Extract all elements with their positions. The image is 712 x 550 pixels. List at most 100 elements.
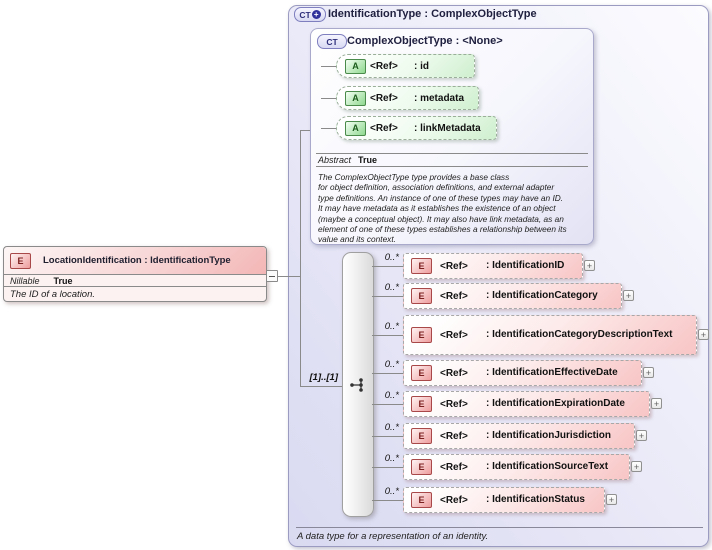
plus-badge-icon: + bbox=[311, 10, 321, 19]
occurrence-label: 0..* bbox=[384, 282, 399, 293]
element-box-locationidentification[interactable]: E LocationIdentification : Identificatio… bbox=[3, 246, 267, 302]
connector-line bbox=[372, 296, 404, 297]
element-ref-box[interactable]: E <Ref> : IdentificationCategory bbox=[403, 283, 622, 309]
attribute-icon: A bbox=[345, 90, 366, 106]
attribute-name: : linkMetadata bbox=[414, 122, 481, 134]
element-name: : IdentificationCategoryDescriptionText bbox=[486, 329, 673, 340]
element-ref: <Ref> bbox=[440, 430, 468, 442]
connector-line bbox=[372, 373, 404, 374]
complextype-icon-label: CT bbox=[326, 36, 338, 47]
element-icon: E bbox=[411, 428, 432, 444]
attribute-ref: <Ref> bbox=[370, 122, 398, 134]
connector-line bbox=[372, 436, 404, 437]
element-icon: E bbox=[411, 288, 432, 304]
occurrence-label: 0..* bbox=[384, 359, 399, 370]
connector-line bbox=[372, 266, 404, 267]
element-ref-box[interactable]: E <Ref> : IdentificationExpirationDate bbox=[403, 391, 650, 417]
attribute-box[interactable]: A <Ref> : metadata bbox=[336, 86, 479, 110]
expand-icon[interactable]: + bbox=[643, 367, 654, 378]
element-name: : IdentificationID bbox=[486, 260, 565, 271]
connector-to-sequence bbox=[300, 386, 342, 387]
expand-icon[interactable]: + bbox=[636, 430, 647, 441]
occurrence-label: 0..* bbox=[384, 422, 399, 433]
base-type-description: The ComplexObjectType type provides a ba… bbox=[318, 172, 567, 245]
connector-line bbox=[321, 128, 337, 129]
occurrence-label: 0..* bbox=[384, 252, 399, 263]
separator bbox=[316, 153, 588, 154]
connector-element-to-type bbox=[264, 276, 300, 277]
element-ref-box[interactable]: E <Ref> : IdentificationEffectiveDate bbox=[403, 360, 642, 386]
complextype-extension-icon: CT+ bbox=[294, 7, 326, 22]
attribute-box[interactable]: A<Ref>: linkMetadata bbox=[336, 116, 497, 140]
element-icon: E bbox=[411, 258, 432, 274]
connector-line bbox=[372, 404, 404, 405]
complextype-icon: CT bbox=[317, 34, 347, 49]
abstract-label: Abstract bbox=[318, 155, 352, 165]
expand-icon[interactable]: + bbox=[698, 329, 709, 340]
element-ref-box[interactable]: E <Ref> : IdentificationJurisdiction bbox=[403, 423, 635, 449]
separator bbox=[296, 527, 703, 528]
element-name: : IdentificationExpirationDate bbox=[486, 398, 625, 409]
connector-line bbox=[372, 467, 404, 468]
element-box-header[interactable]: E LocationIdentification : Identificatio… bbox=[4, 247, 266, 275]
occurrence-label: 0..* bbox=[384, 390, 399, 401]
element-ref: <Ref> bbox=[440, 398, 468, 410]
element-icon: E bbox=[411, 396, 432, 412]
base-type-title: ComplexObjectType : <None> bbox=[347, 35, 503, 47]
type-box-title: IdentificationType : ComplexObjectType bbox=[328, 8, 537, 20]
expand-icon[interactable]: + bbox=[584, 260, 595, 271]
sequence-icon bbox=[350, 378, 363, 392]
element-icon: E bbox=[411, 365, 432, 381]
element-ref-box[interactable]: E <Ref> : IdentificationID bbox=[403, 253, 583, 279]
element-icon: E bbox=[10, 252, 31, 269]
attribute-ref: <Ref> bbox=[370, 60, 398, 72]
element-ref: <Ref> bbox=[440, 367, 468, 379]
complextype-icon-label: CT bbox=[299, 9, 311, 20]
element-icon: E bbox=[411, 327, 432, 343]
expand-icon[interactable]: + bbox=[631, 461, 642, 472]
abstract-value: True bbox=[358, 155, 378, 165]
connector-line bbox=[372, 500, 404, 501]
element-ref: <Ref> bbox=[440, 260, 468, 272]
attribute-name: : metadata bbox=[414, 92, 465, 104]
nillable-label: Nillable bbox=[10, 275, 40, 286]
connector-basetype-stub bbox=[300, 130, 310, 131]
element-ref: <Ref> bbox=[440, 290, 468, 302]
element-ref-box[interactable]: E<Ref>: IdentificationSourceText bbox=[403, 454, 630, 480]
expand-icon[interactable]: + bbox=[651, 398, 662, 409]
element-ref: <Ref> bbox=[440, 494, 468, 506]
attribute-icon: A bbox=[345, 58, 366, 74]
element-name: : IdentificationCategory bbox=[486, 290, 598, 301]
element-name: : IdentificationSourceText bbox=[486, 461, 609, 472]
nillable-row: Nillable True bbox=[4, 275, 266, 287]
connector-line bbox=[321, 66, 337, 67]
element-ref: <Ref> bbox=[440, 329, 468, 341]
separator bbox=[316, 166, 588, 167]
element-icon: E bbox=[411, 492, 432, 508]
expand-icon[interactable]: + bbox=[623, 290, 634, 301]
element-ref-box[interactable]: E <Ref> : IdentificationCategoryDescriptio… bbox=[403, 315, 697, 355]
attribute-box[interactable]: A <Ref> : id bbox=[336, 54, 475, 78]
sequence-cardinality: [1]..[1] bbox=[309, 372, 339, 383]
element-icon: E bbox=[411, 459, 432, 475]
attribute-ref: <Ref> bbox=[370, 92, 398, 104]
minus-icon bbox=[269, 276, 275, 277]
element-name: : IdentificationEffectiveDate bbox=[486, 367, 618, 378]
occurrence-label: 0..* bbox=[384, 321, 399, 332]
type-box-annotation: A data type for a representation of an i… bbox=[297, 531, 489, 542]
element-ref-box[interactable]: E <Ref> : IdentificationStatus bbox=[403, 487, 605, 513]
nillable-value: True bbox=[53, 275, 73, 286]
element-box-title: LocationIdentification : IdentificationT… bbox=[43, 255, 231, 266]
connector-line bbox=[321, 98, 337, 99]
sequence-compositor-bar[interactable] bbox=[342, 252, 374, 517]
occurrence-label: 0..* bbox=[384, 453, 399, 464]
element-name: : IdentificationJurisdiction bbox=[486, 430, 612, 441]
expand-icon[interactable]: + bbox=[606, 494, 617, 505]
attribute-name: : id bbox=[414, 60, 429, 72]
collapse-toggle[interactable] bbox=[266, 270, 278, 282]
connector-line bbox=[372, 335, 404, 336]
connector-content-chain bbox=[300, 130, 301, 387]
element-description: The ID of a location. bbox=[10, 289, 96, 300]
element-name: : IdentificationStatus bbox=[486, 494, 585, 505]
